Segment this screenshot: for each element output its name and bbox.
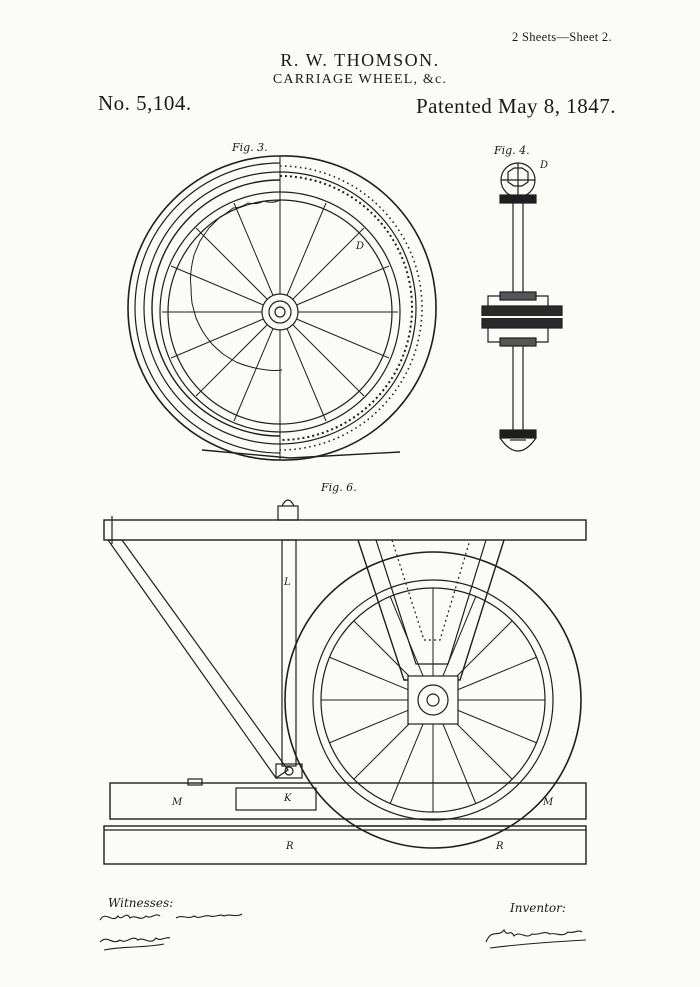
reference-letter-m-left: M <box>172 797 183 808</box>
reference-letter-m-right: M <box>543 797 554 808</box>
fig6-label: Fig. 6. <box>321 481 357 494</box>
inventor-name: R. W. THOMSON. <box>280 50 440 70</box>
fig3-label: Fig. 3. <box>232 141 268 154</box>
reference-letter-d-fig3: D <box>356 241 365 252</box>
reference-letter-r-right: R <box>496 841 504 852</box>
sheet-info: 2 Sheets—Sheet 2. <box>512 30 612 44</box>
fig6-carriage-drawing <box>103 499 587 865</box>
reference-letter-d-fig4: D <box>540 160 549 171</box>
reference-letter-l: L <box>284 577 291 588</box>
reference-letter-r-left: R <box>286 841 294 852</box>
invention-title: CARRIAGE WHEEL, &c. <box>272 72 448 87</box>
reference-letter-k: K <box>284 793 292 804</box>
fig3-wheel-drawing <box>127 155 437 461</box>
inventor-label: Inventor: <box>510 901 566 915</box>
fig4-axle-drawing <box>470 162 566 452</box>
witnesses-label: Witnesses: <box>108 896 174 910</box>
patent-date: Patented May 8, 1847. <box>416 94 617 118</box>
signature-scribbles <box>99 913 587 951</box>
patent-number: No. 5,104. <box>98 91 192 115</box>
fig4-label: Fig. 4. <box>494 144 530 157</box>
